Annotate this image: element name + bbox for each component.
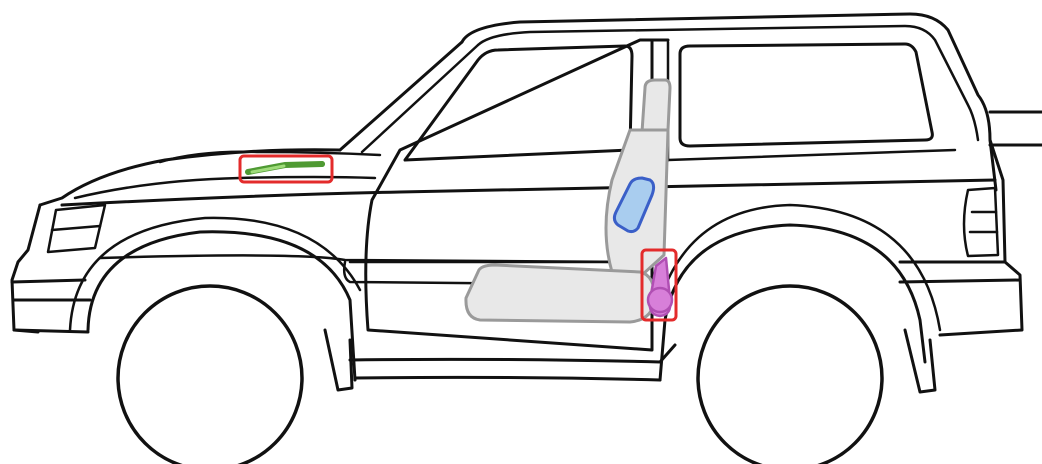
rear-wheel-arch [658,223,927,382]
rocker-sill [348,343,677,382]
roof-line [460,12,998,192]
driver-seat [464,78,672,324]
hood-strut-highlight [238,154,334,184]
front-bumper [10,278,92,334]
windshield-inner [360,43,480,154]
beltline [60,178,997,207]
seat-base-component-highlight [640,248,678,322]
rear-window [678,42,934,148]
door-outline [364,38,654,352]
seatback-component-highlight [612,176,656,234]
rear-panel [938,138,1024,337]
front-face [10,203,42,334]
rear-bumper [898,260,1022,284]
seat-headrest [640,78,672,134]
front-wheel-arch [86,230,357,382]
front-wheel [116,284,304,464]
hood-strut-frame [238,154,334,184]
headlight-divider [50,224,102,232]
front-fender-flare [68,216,362,332]
rear-wheel [696,284,884,464]
rear-fender-flare [658,203,942,332]
windshield-outer [338,40,464,152]
roof-inner-line [476,24,980,142]
rear-mud-flap [903,328,937,394]
spare-tire [988,110,1042,147]
seat-cushion [464,263,657,324]
door-window [403,44,634,162]
tail-light-lines [968,210,999,234]
seatback-component-icon [612,176,656,234]
front-mud-flap [323,328,354,392]
seat-base-frame [640,248,678,322]
tail-light [962,186,1000,258]
hood-bulge [158,150,382,164]
headlight [46,203,107,254]
